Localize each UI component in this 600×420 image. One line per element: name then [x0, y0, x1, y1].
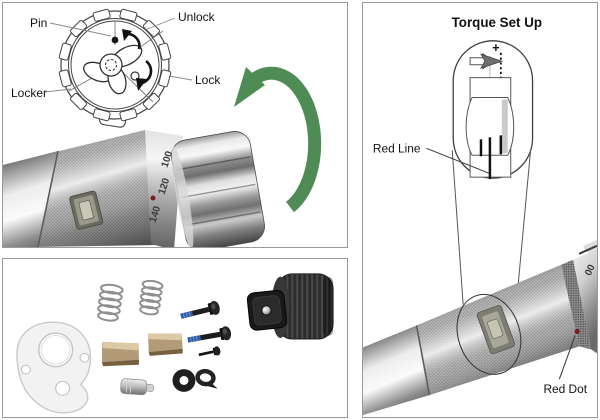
- adjust-arrow-solid: [480, 53, 504, 69]
- blue-screw: [187, 326, 232, 343]
- pawl: [101, 341, 140, 367]
- parts-kit-figure: [16, 273, 334, 414]
- handle-end-cap: [3, 151, 58, 247]
- ratchet-knob: [246, 273, 334, 340]
- scale-number-00: 00: [583, 263, 597, 278]
- red-dot-label: Red Dot: [543, 382, 587, 396]
- pawl: [148, 333, 183, 356]
- locker-leader-line: [44, 88, 72, 93]
- lock-label: Lock: [195, 73, 221, 87]
- end-cap-ridge: [37, 150, 59, 247]
- square-drive: [246, 289, 288, 331]
- spring: [139, 279, 164, 316]
- red-dot-leader: [558, 335, 576, 380]
- o-ring: [172, 369, 196, 392]
- wrench-photo: 00: [363, 239, 597, 416]
- red-line-leader: [426, 147, 490, 174]
- rotation-arrow-band: [249, 66, 322, 213]
- torque-setup-figure: Torque Set Up + Red Li: [363, 15, 597, 416]
- detent-ball: [261, 305, 272, 316]
- blue-screw: [180, 301, 220, 319]
- magnifier-cone-left: [451, 150, 464, 305]
- locker-detent: [130, 71, 140, 81]
- retainer-pin: [120, 378, 154, 396]
- lock-direction-arrow: [136, 59, 153, 91]
- panel-torque-setup: Torque Set Up + Red Li: [362, 2, 598, 418]
- panel-title: Torque Set Up: [452, 15, 542, 30]
- pin-label: Pin: [30, 16, 47, 30]
- wrench-photo: 100 120 140: [3, 130, 265, 247]
- dial-knurled-ring: [58, 8, 172, 122]
- magnified-detail: +: [451, 40, 534, 312]
- scale-tick-marks: [479, 135, 503, 180]
- dial-rotor: [83, 44, 143, 95]
- unlock-label: Unlock: [178, 10, 216, 24]
- retaining-clip: [195, 368, 218, 389]
- scale-number-120: 120: [157, 176, 173, 196]
- red-line-label: Red Line: [373, 141, 421, 155]
- red-dot-marker: [150, 195, 156, 201]
- handle-end-cap: [363, 325, 430, 416]
- locker-label: Locker: [11, 86, 47, 100]
- pin-leader-line: [49, 22, 112, 37]
- scale-dial-face: [573, 248, 597, 354]
- rotate-counterclockwise-arrow: [234, 66, 322, 213]
- unlock-leader-line: [144, 17, 176, 31]
- adjustment-window: [476, 304, 516, 355]
- red-dot-marker: [574, 328, 580, 335]
- panel-parts-kit: [2, 258, 348, 418]
- small-screw: [198, 346, 221, 357]
- dial-knurl-band: [561, 259, 592, 350]
- plus-sign: +: [492, 40, 500, 55]
- scale-number-140: 140: [148, 204, 164, 224]
- rotation-arrow-head: [234, 67, 265, 107]
- pin-dot: [111, 36, 119, 44]
- head-cap: [171, 131, 265, 247]
- panel-dial-mechanism: 100 120 140: [2, 2, 348, 248]
- dial-diagram: [58, 8, 172, 128]
- spring: [97, 283, 124, 322]
- end-cap-ridge: [415, 325, 431, 396]
- washer-plate: [16, 321, 92, 414]
- adjustment-window: [69, 190, 104, 230]
- unlock-direction-arrow: [122, 29, 141, 50]
- dial-mechanism-figure: 100 120 140: [3, 8, 322, 247]
- lock-leader-line: [168, 75, 193, 81]
- magnifier-ellipse: [456, 293, 522, 375]
